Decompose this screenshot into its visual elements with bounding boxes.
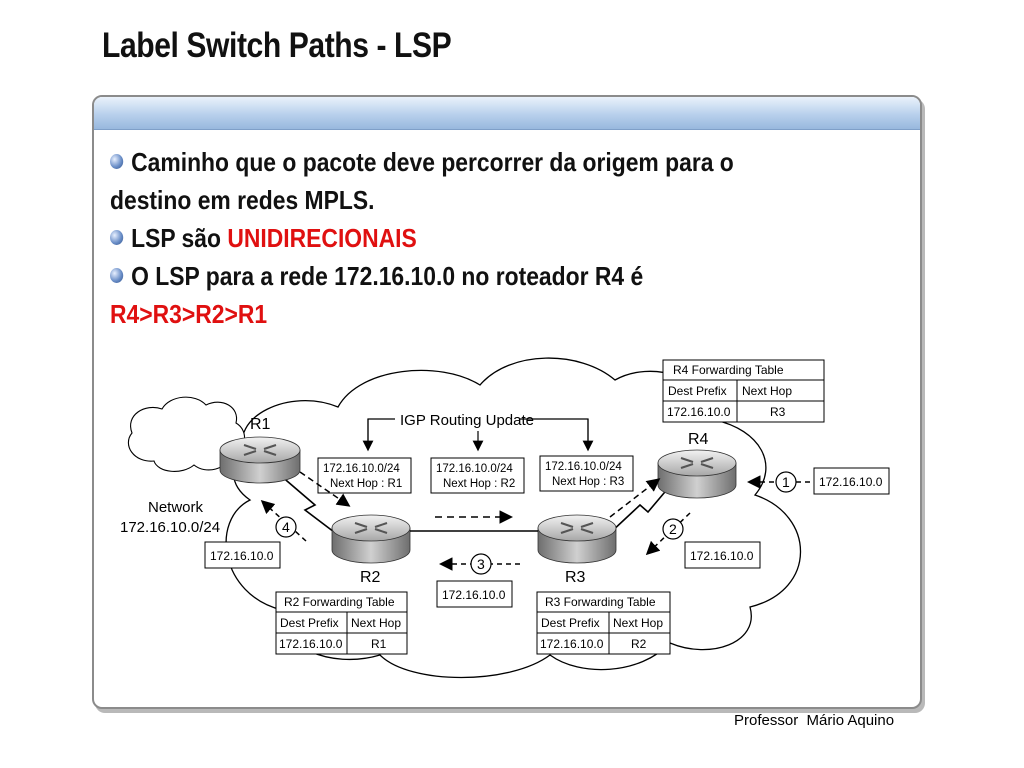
link-r1-r2 — [279, 474, 339, 536]
router-r2-label: R2 — [360, 569, 381, 586]
r4-table-title: R4 Forwarding Table — [673, 363, 784, 377]
router-r4 — [657, 449, 737, 499]
r4-table-prefix: 172.16.10.0 — [667, 405, 731, 419]
igp-box-r1-line2: Next Hop : R1 — [330, 478, 402, 490]
step-1-packet-label: 172.16.10.0 — [819, 475, 883, 489]
igp-box-r2-line1: 172.16.10.0/24 — [436, 463, 513, 475]
igp-box-r3-line1: 172.16.10.0/24 — [545, 461, 622, 473]
bullet-2-text: LSP são — [131, 223, 228, 253]
slide-title: Label Switch Paths - LSP — [102, 26, 452, 65]
bullet-2-highlight: UNIDIRECIONAIS — [227, 223, 417, 253]
igp-box-r3-line2: Next Hop : R3 — [552, 476, 624, 488]
step-3-number: 3 — [477, 556, 485, 572]
r4-table-nexthop: R3 — [770, 405, 786, 419]
igp-box-r3: 172.16.10.0/24 Next Hop : R3 — [539, 455, 634, 492]
bullet-3: O LSP para a rede 172.16.10.0 no roteado… — [110, 257, 805, 333]
step-4-number: 4 — [282, 519, 290, 535]
r2-table-header-prefix: Dest Prefix — [280, 616, 339, 630]
r3-table-title: R3 Forwarding Table — [545, 595, 656, 609]
step-4-packet-label: 172.16.10.0 — [210, 549, 274, 563]
r3-forwarding-table: R3 Forwarding Table Dest Prefix Next Hop… — [536, 591, 671, 655]
bullet-3-highlight: R4>R3>R2>R1 — [110, 299, 268, 329]
network-prefix: 172.16.10.0/24 — [120, 519, 220, 536]
igp-box-r2: 172.16.10.0/24 Next Hop : R2 — [430, 457, 525, 494]
bullet-icon — [110, 268, 124, 283]
igp-update-label: IGP Routing Update — [400, 412, 534, 429]
bullet-2: LSP são UNIDIRECIONAIS — [110, 219, 805, 257]
r2-forwarding-table: R2 Forwarding Table Dest Prefix Next Hop… — [275, 591, 408, 655]
igp-box-r1: 172.16.10.0/24 Next Hop : R1 — [317, 457, 412, 494]
bullet-icon — [110, 154, 124, 169]
step-4-badge — [275, 516, 297, 538]
igp-box-r1-line1: 172.16.10.0/24 — [323, 463, 400, 475]
igp-box-r2-line2: Next Hop : R2 — [443, 478, 515, 490]
router-r2 — [331, 514, 411, 564]
footer-credit: Professor Mário Aquino — [734, 712, 895, 729]
panel-header-bar — [94, 97, 920, 130]
step-2-packet-label: 172.16.10.0 — [690, 549, 754, 563]
dashed-arrow-r3-r4 — [609, 478, 661, 518]
link-r3-r4 — [609, 479, 676, 534]
step-2-number: 2 — [669, 521, 677, 537]
router-r4-label: R4 — [688, 431, 709, 448]
r3-table-header-nexthop: Next Hop — [613, 616, 663, 630]
bullet-list: Caminho que o pacote deve percorrer da o… — [110, 143, 805, 333]
r3-table-nexthop: R2 — [631, 637, 647, 651]
r2-table-header-nexthop: Next Hop — [351, 616, 401, 630]
router-r1 — [219, 436, 301, 484]
router-r3-label: R3 — [565, 569, 586, 586]
r4-table-header-prefix: Dest Prefix — [668, 384, 727, 398]
step-3-badge — [470, 553, 492, 575]
network-label: Network — [148, 499, 204, 516]
r3-table-prefix: 172.16.10.0 — [540, 637, 604, 651]
step-1-number: 1 — [782, 474, 790, 490]
mpls-diagram: Network 172.16.10.0/24 R1 R2 R3 R4 IGP R… — [120, 357, 890, 679]
step-2-badge — [662, 518, 684, 540]
r2-table-nexthop: R1 — [371, 637, 387, 651]
bullet-icon — [110, 230, 124, 245]
r2-table-title: R2 Forwarding Table — [284, 595, 395, 609]
r4-forwarding-table: R4 Forwarding Table Dest Prefix Next Hop… — [662, 359, 825, 423]
r3-table-header-prefix: Dest Prefix — [541, 616, 600, 630]
r4-table-header-nexthop: Next Hop — [742, 384, 792, 398]
r2-table-prefix: 172.16.10.0 — [279, 637, 343, 651]
bullet-3-text: O LSP para a rede 172.16.10.0 no roteado… — [131, 261, 644, 291]
step-3-packet-label: 172.16.10.0 — [442, 588, 506, 602]
router-r1-label: R1 — [250, 416, 271, 433]
bullet-1: Caminho que o pacote deve percorrer da o… — [110, 143, 805, 219]
router-r3 — [537, 514, 617, 564]
bullet-1-text: Caminho que o pacote deve percorrer da o… — [110, 147, 734, 215]
step-1-badge — [775, 471, 797, 493]
